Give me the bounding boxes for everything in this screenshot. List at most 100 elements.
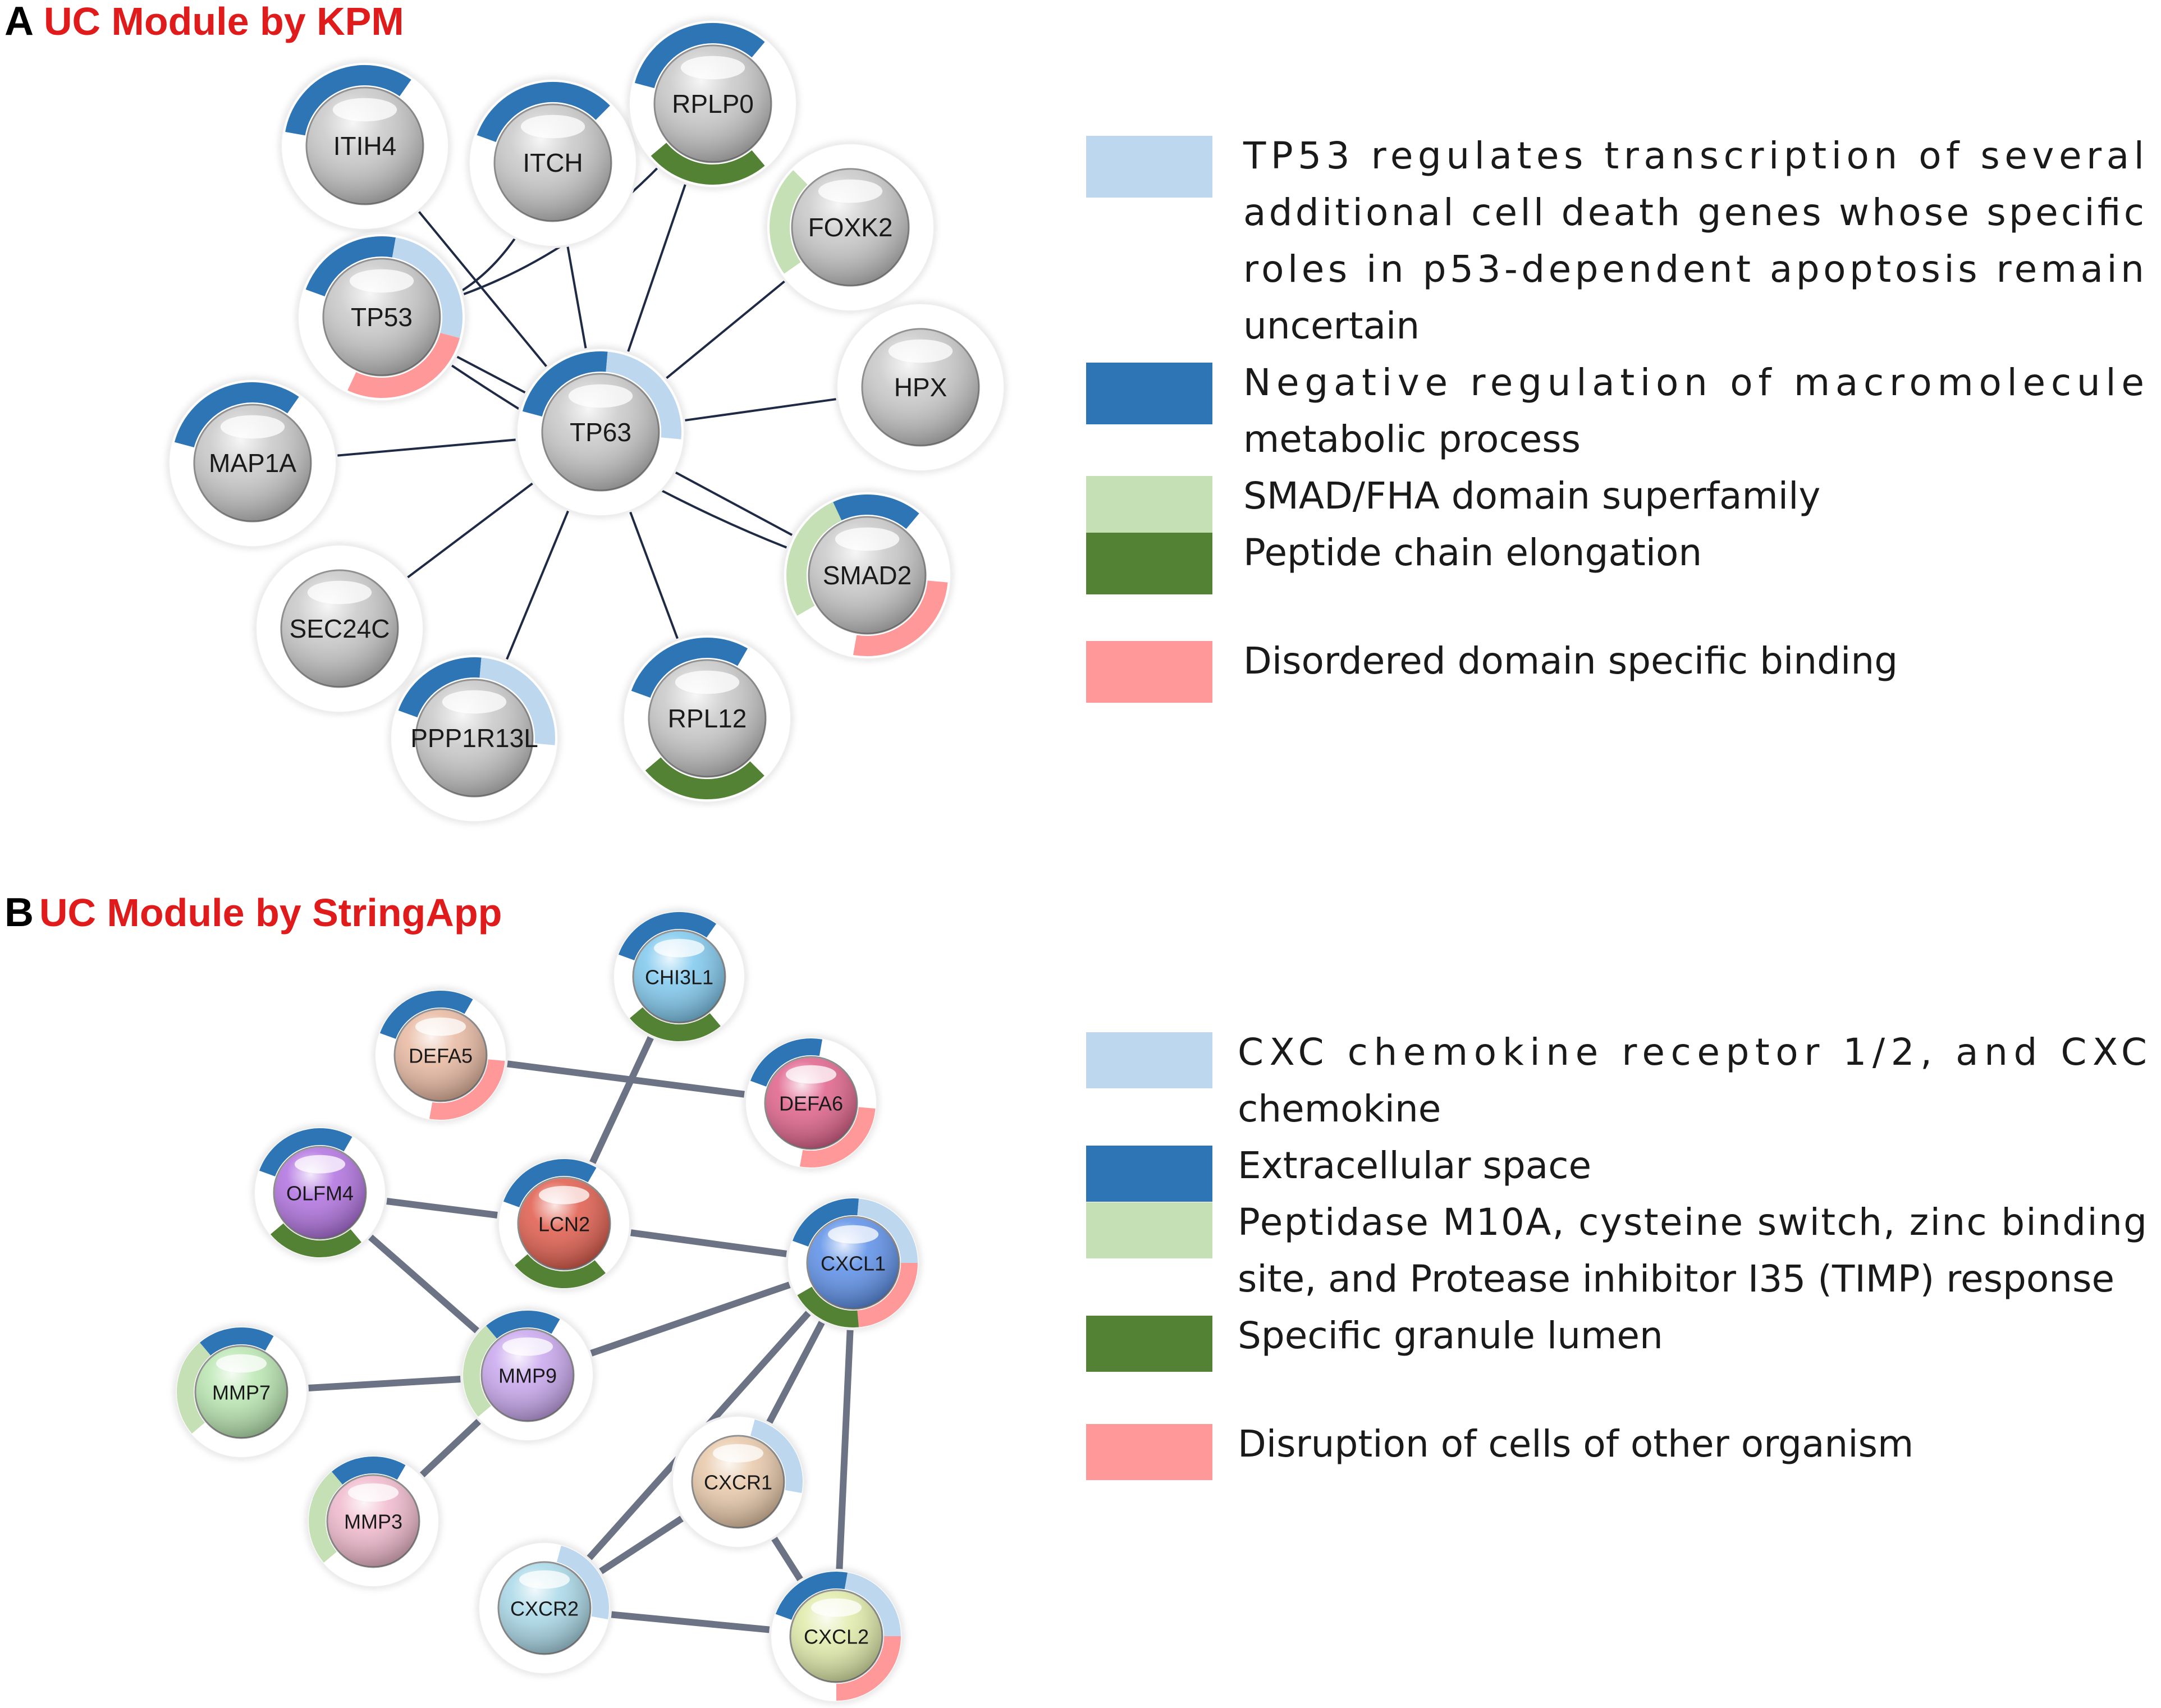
node-highlight [220, 415, 285, 439]
node-itih4[interactable]: ITIH4 [280, 61, 450, 231]
node-ppp1r13l[interactable]: PPP1R13L [389, 653, 560, 823]
legend-text-line: Disordered domain specific binding [1243, 639, 1898, 683]
node-label: CXCR2 [510, 1597, 579, 1620]
node-tp63[interactable]: TP63 [515, 347, 686, 518]
panel-a-letter: A [4, 0, 34, 44]
node-label: MMP3 [344, 1510, 402, 1533]
node-cxcr1-segment-light-blue [750, 1419, 803, 1493]
node-label: TP63 [570, 418, 631, 447]
node-tp53-segment-light-blue [392, 237, 463, 338]
node-sphere-shine [306, 88, 423, 204]
node-rpl12-segment-dark-blue [631, 638, 748, 698]
node-foxk2-segment-light-green [770, 170, 808, 274]
legend-swatch [1086, 1424, 1212, 1480]
node-defa6[interactable]: DEFA6 [744, 1036, 878, 1170]
node-sec24c[interactable]: SEC24C [254, 543, 425, 714]
node-lcn2-segment-dark-green [514, 1254, 606, 1288]
node-cxcl1[interactable]: CXCL1 [786, 1196, 921, 1330]
node-cxcl2[interactable]: CXCL2 [769, 1569, 904, 1704]
legend-item-3: Peptide chain elongation [1086, 531, 1702, 594]
legend-text-line: TP53 regulates transcription of several [1243, 134, 2144, 177]
node-cxcr2[interactable]: CXCR2 [477, 1541, 612, 1675]
node-chi3l1[interactable]: CHI3L1 [612, 909, 747, 1044]
node-hpx[interactable]: HPX [835, 302, 1006, 473]
node-label: RPLP0 [672, 89, 754, 118]
node-highlight [538, 1185, 590, 1205]
legend-swatch [1086, 1146, 1212, 1202]
node-sphere-shine [194, 405, 311, 521]
legend-text-line: Peptidase M10A, cysteine switch, zinc bi… [1238, 1201, 2147, 1244]
node-defa5[interactable]: DEFA5 [373, 988, 508, 1123]
node-sphere-shine [633, 931, 725, 1023]
node-label: OLFM4 [286, 1182, 354, 1205]
node-mmp7-segment-light-green [177, 1342, 211, 1434]
node-highlight [519, 1570, 570, 1589]
node-tp53-segment-pink [347, 332, 460, 398]
legend-text-line: CXC chemokine receptor 1/2, and CXC [1238, 1031, 2147, 1074]
legend-swatch [1086, 136, 1212, 198]
legend-item-2: Peptidase M10A, cysteine switch, zinc bi… [1086, 1201, 2147, 1301]
node-rpl12-segment-dark-green [645, 757, 764, 799]
legend-swatch [1086, 1316, 1212, 1372]
node-sphere-shine [862, 329, 979, 446]
node-highlight [347, 1483, 399, 1502]
node-cxcl2-segment-pink [836, 1636, 901, 1701]
node-label: FOXK2 [808, 213, 893, 242]
node-sphere-shine [518, 1178, 610, 1270]
node-mmp7[interactable]: MMP7 [174, 1325, 309, 1459]
node-label: ITCH [523, 148, 583, 177]
node-rplp0[interactable]: RPLP0 [628, 19, 798, 189]
node-smad2-segment-pink [853, 580, 948, 656]
node-cxcl1-segment-light-blue [857, 1198, 918, 1263]
node-lcn2[interactable]: LCN2 [497, 1156, 631, 1291]
node-defa5-segment-pink [429, 1059, 505, 1120]
node-cxcr1[interactable]: CXCR1 [671, 1414, 805, 1549]
node-sphere-shine [323, 259, 440, 376]
node-rpl12[interactable]: RPL12 [622, 633, 793, 804]
node-smad2-segment-light-green [786, 502, 842, 616]
node-mmp9[interactable]: MMP9 [460, 1308, 595, 1443]
node-itih4-segment-dark-blue [285, 65, 411, 136]
node-itch[interactable]: ITCH [468, 77, 638, 248]
node-sphere-shine [790, 1590, 882, 1682]
node-sphere-shine [692, 1436, 784, 1528]
node-sphere-shine [195, 1346, 287, 1438]
node-label: MMP7 [212, 1381, 271, 1404]
node-tp53[interactable]: TP53 [296, 232, 467, 402]
node-highlight [680, 56, 745, 80]
node-sphere-shine [416, 680, 533, 796]
legend-swatch [1086, 476, 1212, 538]
legend-text-line: Disruption of cells of other organism [1238, 1422, 1913, 1466]
node-sphere-shine [498, 1562, 590, 1654]
node-foxk2[interactable]: FOXK2 [765, 142, 936, 313]
node-highlight [785, 1065, 837, 1084]
node-highlight [216, 1354, 267, 1373]
legend-swatch [1086, 641, 1212, 703]
node-highlight [653, 938, 705, 958]
node-sphere-shine [482, 1329, 574, 1421]
node-map1a[interactable]: MAP1A [167, 378, 338, 548]
node-mmp3[interactable]: MMP3 [306, 1454, 441, 1588]
node-map1a-segment-dark-blue [174, 382, 299, 448]
node-highlight [888, 339, 953, 363]
legend-item-4: Disruption of cells of other organism [1086, 1422, 1913, 1480]
legend-item-0: TP53 regulates transcription of severala… [1086, 134, 2144, 347]
node-smad2[interactable]: SMAD2 [782, 490, 953, 661]
node-highlight [818, 179, 883, 203]
legend-item-4: Disordered domain specific binding [1086, 639, 1898, 703]
legend-item-3: Specific granule lumen [1086, 1314, 1663, 1372]
node-sphere-shine [495, 104, 611, 221]
legend-swatch [1086, 1032, 1212, 1088]
node-cxcl2-segment-light-blue [844, 1572, 901, 1637]
panel-b-legend: CXC chemokine receptor 1/2, and CXCchemo… [1086, 1031, 2147, 1480]
node-sphere-shine [765, 1057, 857, 1149]
node-highlight [294, 1155, 346, 1174]
legend-item-0: CXC chemokine receptor 1/2, and CXCchemo… [1086, 1031, 2147, 1130]
node-sphere-shine [327, 1475, 419, 1567]
node-label: MAP1A [209, 448, 296, 478]
node-label: MMP9 [498, 1364, 557, 1388]
node-olfm4[interactable]: OLFM4 [253, 1125, 387, 1260]
node-highlight [835, 527, 900, 551]
